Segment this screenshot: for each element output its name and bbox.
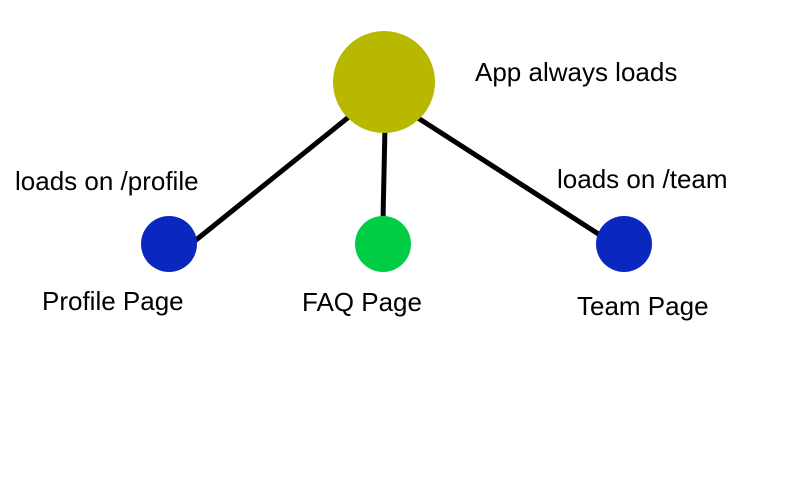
edge-root-profile [193, 113, 353, 243]
node-label-faq: FAQ Page [302, 287, 422, 317]
node-team [596, 216, 652, 272]
edge-root-team [415, 115, 603, 238]
edge-label-profile: loads on /profile [15, 166, 199, 196]
edge-label-team: loads on /team [557, 164, 728, 194]
root-label: App always loads [475, 57, 677, 87]
node-faq [355, 216, 411, 272]
node-label-team: Team Page [577, 291, 709, 321]
node-root [333, 31, 435, 133]
node-label-profile: Profile Page [42, 286, 184, 316]
edge-root-faq [380, 123, 388, 223]
node-profile [141, 216, 197, 272]
